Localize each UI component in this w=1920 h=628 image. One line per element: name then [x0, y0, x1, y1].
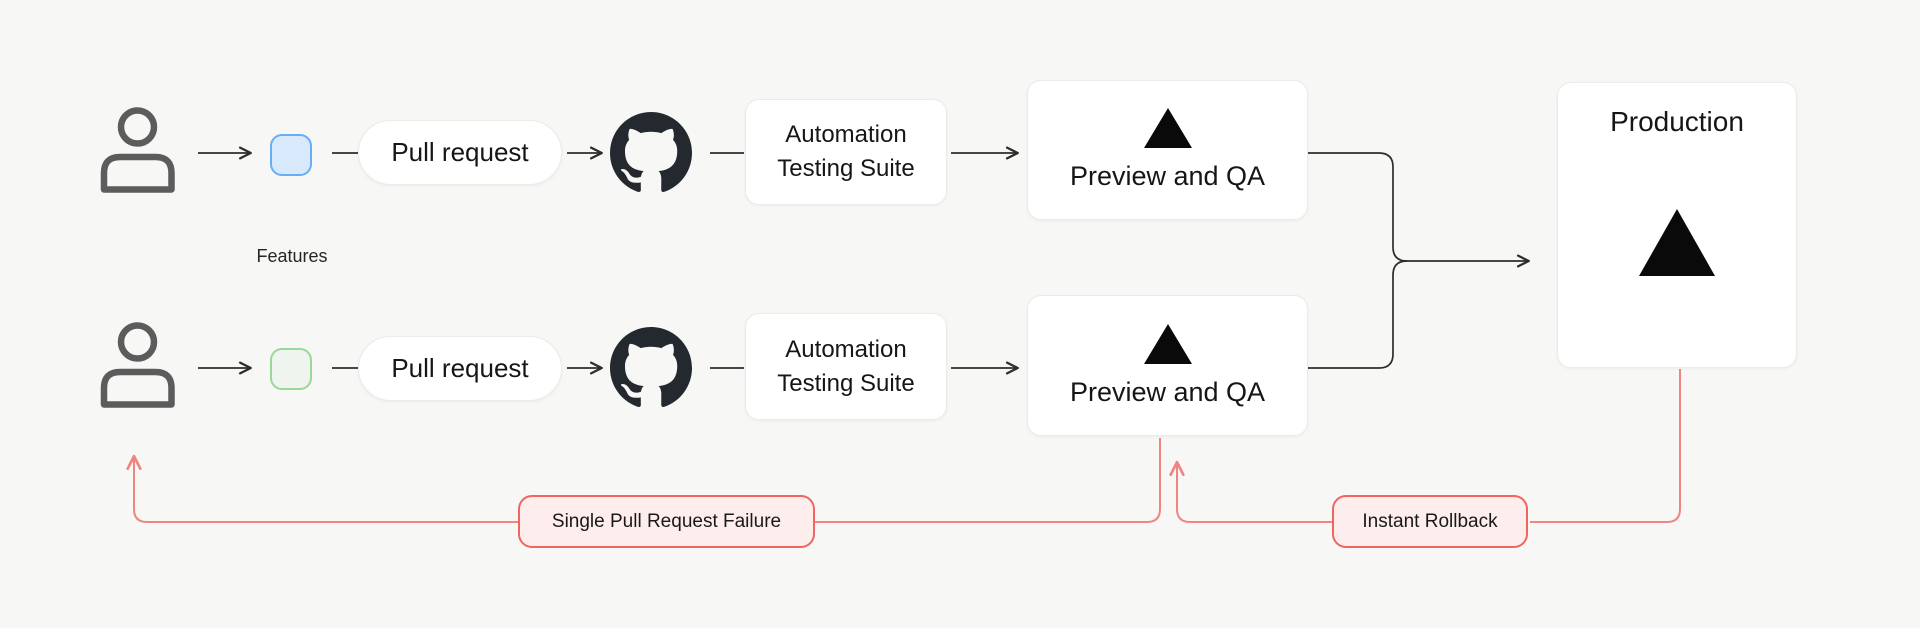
vercel-triangle-icon [1143, 108, 1192, 148]
testing-suite-line2: Testing Suite [777, 155, 915, 182]
preview-and-qa-node-row1: Preview and QA [1027, 80, 1308, 220]
production-node: Production [1557, 82, 1797, 368]
preview-and-qa-node-row2: Preview and QA [1027, 295, 1308, 436]
merge-line-preview2 [1308, 260, 1408, 369]
merge-line-preview1 [1308, 152, 1408, 262]
pull-request-label: Pull request [391, 353, 529, 383]
production-label: Production [1610, 106, 1744, 137]
pull-request-node-row2: Pull request [358, 336, 562, 401]
github-icon [610, 112, 692, 192]
person-icon [100, 322, 175, 408]
feature-branch-blue-chip [270, 134, 312, 176]
automation-testing-suite-node-row2: Automation Testing Suite [745, 313, 947, 420]
github-icon [610, 327, 692, 407]
preview-label: Preview and QA [1069, 376, 1266, 407]
person-icon [100, 107, 175, 193]
rollback-arrow-to-preview [1169, 460, 1333, 523]
testing-suite-line2: Testing Suite [777, 369, 915, 397]
features-caption: Features [256, 246, 328, 266]
feature-branch-green-chip [270, 348, 312, 390]
single-pull-request-failure-badge: Single Pull Request Failure [518, 495, 815, 548]
pull-request-label: Pull request [391, 137, 529, 167]
testing-suite-line1: Automation [785, 121, 907, 148]
automation-testing-suite-node-row1: Automation Testing Suite [745, 99, 947, 205]
preview-label: Preview and QA [1069, 161, 1266, 191]
vercel-triangle-icon [1143, 323, 1192, 364]
vercel-triangle-icon [1639, 209, 1715, 276]
rollback-line-from-production [1530, 369, 1681, 523]
pull-request-node-row1: Pull request [358, 120, 562, 185]
instant-rollback-badge: Instant Rollback [1332, 495, 1528, 548]
testing-suite-line1: Automation [785, 335, 907, 363]
